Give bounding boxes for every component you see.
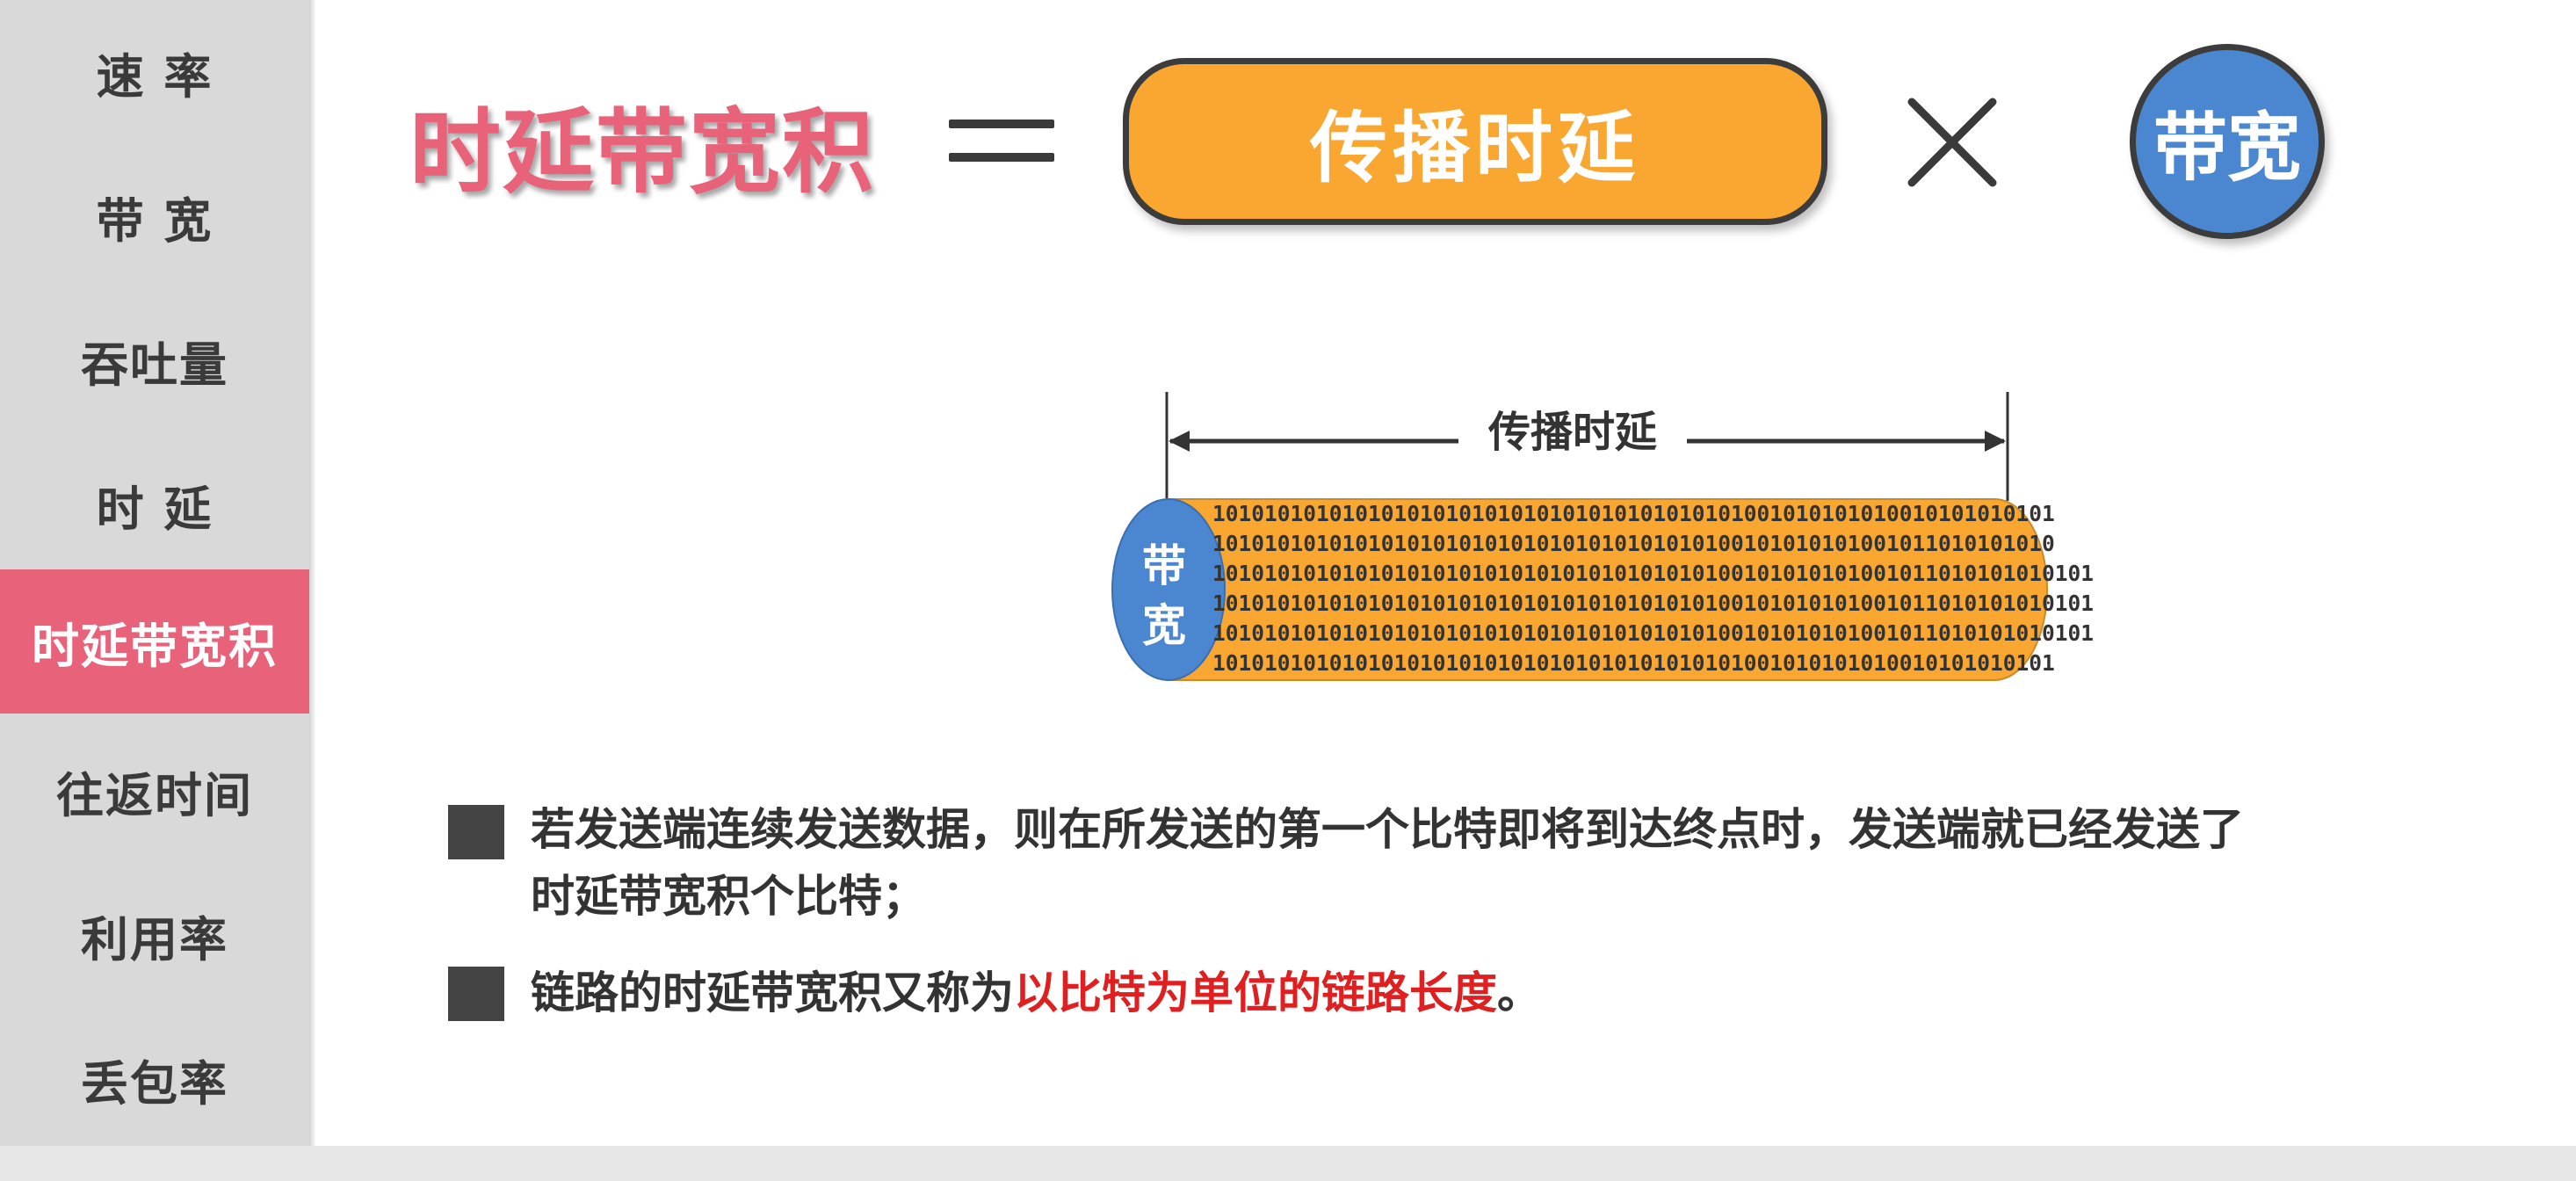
bit-row: 1010101010101010101010101010101010101010… xyxy=(1212,561,2095,586)
sidebar-item-bandwidth[interactable]: 带 宽 xyxy=(96,192,213,249)
sidebar-item-rate[interactable]: 速 率 xyxy=(96,48,213,105)
bullet-square-icon xyxy=(448,967,504,1021)
bit-row: 1010101010101010101010101010101010101010… xyxy=(1212,590,2095,616)
propagation-delay-pill: 传播时延 xyxy=(1123,58,1827,225)
bit-row: 1010101010101010101010101010101010101010… xyxy=(1212,620,2095,646)
bullet-square-icon xyxy=(448,805,504,859)
bandwidth-circle: 带宽 xyxy=(2130,44,2325,239)
bandwidth-label: 带宽 xyxy=(2153,104,2301,191)
sidebar: 速 率 带 宽 吞吐量 时 延 时延带宽积 往返时间 利用率 丢包率 xyxy=(0,0,309,1151)
bandwidth-end-label: 带 宽 xyxy=(1125,536,1204,659)
bullet-2-highlight: 以比特为单位的链路长度 xyxy=(1014,967,1497,1018)
bullet-1-line-2: 时延带宽积个比特； xyxy=(531,871,926,922)
sidebar-item-delay-bandwidth-product[interactable]: 时延带宽积 xyxy=(0,569,309,714)
bit-row: 1010101010101010101010101010101010101010… xyxy=(1212,531,2055,556)
sidebar-item-throughput[interactable]: 吞吐量 xyxy=(81,337,228,393)
bottom-bar xyxy=(0,1146,2576,1181)
bullet-2: 链路的时延带宽积又称为以比特为单位的链路长度。 xyxy=(531,963,1541,1023)
sidebar-item-round-trip-time[interactable]: 往返时间 xyxy=(56,767,253,823)
bandwidth-char: 带 xyxy=(1142,540,1186,591)
propagation-delay-label: 传播时延 xyxy=(1309,102,1640,193)
bit-stream: 1010101010101010101010101010101010101010… xyxy=(1212,499,2095,684)
sidebar-item-delay[interactable]: 时 延 xyxy=(96,481,213,537)
bandwidth-char: 宽 xyxy=(1142,600,1186,651)
dimension-label: 传播时延 xyxy=(1458,404,1687,460)
formula-title: 时延带宽积 xyxy=(409,98,876,206)
bullet-1-line-1: 若发送端连续发送数据，则在所发送的第一个比特即将到达终点时，发送端就已经发送了 xyxy=(531,804,2244,855)
sidebar-item-packet-loss[interactable]: 丢包率 xyxy=(81,1055,228,1112)
pipe-diagram: 传播时延 10101010101010101010101010101010101… xyxy=(1107,387,2095,685)
multiply-icon xyxy=(1907,98,1997,187)
bit-row: 1010101010101010101010101010101010101010… xyxy=(1212,650,2055,676)
equals-icon xyxy=(949,120,1054,162)
sidebar-shadow xyxy=(309,0,316,1151)
sidebar-item-utilization[interactable]: 利用率 xyxy=(81,911,228,967)
bullet-2-suffix: 。 xyxy=(1497,967,1541,1018)
pipe-graphic xyxy=(1111,392,2048,681)
bit-row: 1010101010101010101010101010101010101010… xyxy=(1212,501,2055,526)
bullet-2-prefix: 链路的时延带宽积又称为 xyxy=(531,967,1014,1018)
